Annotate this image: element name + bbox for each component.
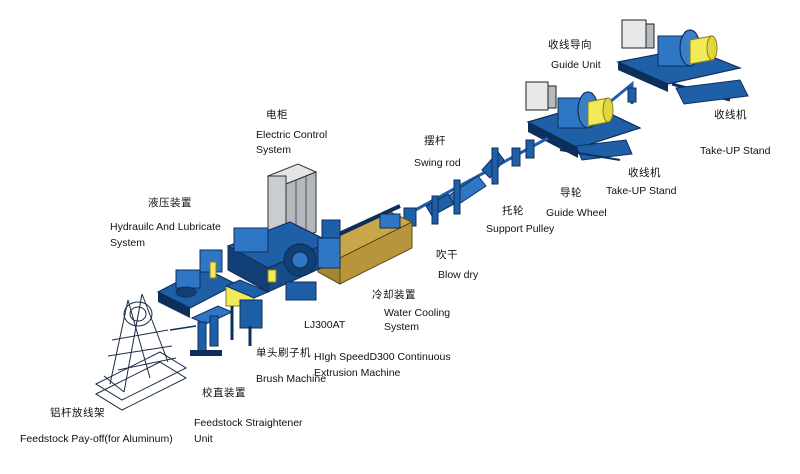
electric-control-en2: System	[256, 144, 292, 156]
lj300at-label: LJ300AT	[304, 319, 346, 331]
payoff-en: Feedstock Pay-off(for Aluminum)	[20, 433, 173, 445]
extrusion-machine	[226, 221, 341, 301]
electric-control-en1: Electric Control	[256, 129, 328, 141]
blow-dry-zh: 吹干	[436, 249, 458, 261]
support-pulley-en: Support Pulley	[486, 223, 555, 235]
take-up-stand-top-zh: 收线机	[714, 109, 747, 121]
guide-unit-en: Guide Unit	[551, 59, 601, 71]
straightener-en1: Feedstock Straightener	[194, 417, 303, 429]
hydraulic-system	[156, 249, 238, 318]
hydraulic-en2: System	[110, 237, 146, 249]
blow-dry-en: Blow dry	[438, 269, 479, 281]
hydraulic-zh: 液压装置	[148, 197, 192, 209]
hydraulic-en1: Hydrauilc And Lubricate	[110, 221, 221, 233]
take-up-stand-mid-en: Take-UP Stand	[606, 185, 677, 197]
extrusion-en2: Extrusion Machine	[314, 367, 401, 379]
take-up-stand-top-en: Take-UP Stand	[700, 145, 771, 157]
water-cooling-en1: Water Cooling	[384, 307, 451, 319]
take-up-stand-top	[616, 19, 749, 105]
guide-unit-zh: 收线导向	[548, 39, 592, 51]
brush-zh: 单头刷子机	[256, 347, 311, 359]
water-cooling-en2: System	[384, 321, 420, 333]
feedstock-straightener	[190, 305, 234, 356]
straightener-en2: Unit	[194, 433, 213, 445]
payoff-zh: 铝杆放线架	[50, 407, 105, 419]
take-up-stand-mid-zh: 收线机	[628, 167, 661, 179]
guide-wheel-en: Guide Wheel	[546, 207, 607, 219]
extrusion-en1: HIgh SpeedD300 Continuous	[314, 351, 451, 363]
support-pulley-zh: 托轮	[502, 205, 524, 217]
swing-rod-en: Swing rod	[414, 157, 461, 169]
water-cooling-zh: 冷却装置	[372, 289, 416, 301]
brush-en: Brush Machine	[256, 373, 327, 385]
take-up-stand-mid	[525, 81, 642, 161]
straightener-zh: 校直装置	[202, 387, 246, 399]
support-pulley-line	[403, 136, 549, 227]
brush-machine	[224, 279, 270, 346]
swing-rod-zh: 摆杆	[424, 135, 446, 147]
feedstock-payoff	[94, 293, 188, 411]
guide-wheel-zh: 导轮	[560, 187, 582, 199]
electric-control-zh: 电柜	[266, 109, 288, 121]
